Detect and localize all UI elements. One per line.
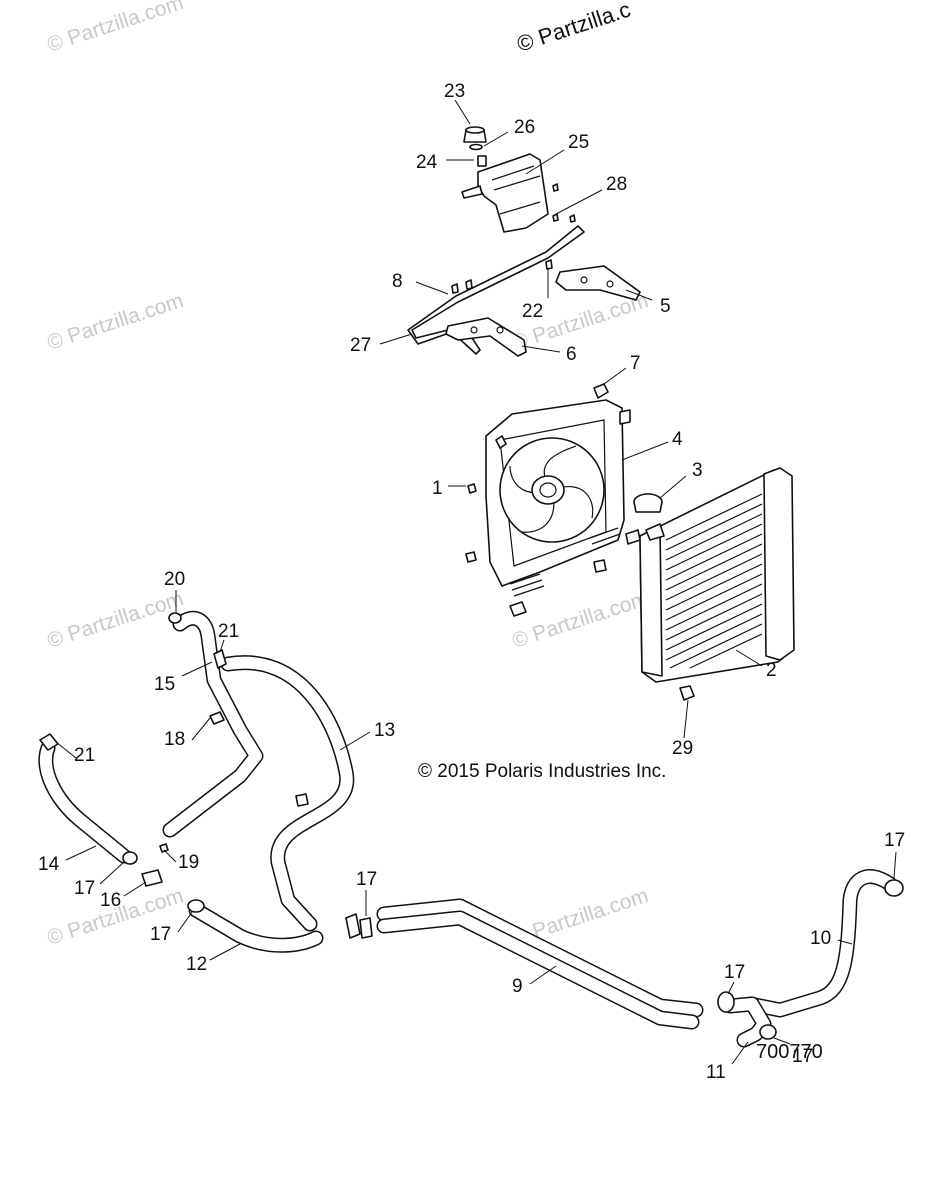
callout-19: 19 <box>178 852 199 873</box>
fitting <box>477 155 487 167</box>
fan-blades <box>509 445 594 533</box>
callouts: 23 26 24 25 28 8 22 5 27 6 7 4 3 1 2 29 … <box>38 81 905 1083</box>
fitting-16 <box>141 869 163 887</box>
screw <box>552 183 559 192</box>
clamp-17 <box>122 851 138 865</box>
top-watermark: © Partzilla.c <box>514 0 634 57</box>
callout-2: 2 <box>766 660 777 681</box>
callout-18: 18 <box>164 729 185 750</box>
radiator-cap-body <box>633 501 663 513</box>
callout-22: 22 <box>522 301 543 322</box>
fan-connector <box>625 529 641 545</box>
watermark: © Partzilla.com <box>44 289 186 355</box>
callout-14: 14 <box>38 854 60 875</box>
callout-4: 4 <box>672 429 683 450</box>
radiator-group <box>633 467 795 701</box>
bracket-strap <box>407 225 585 355</box>
callout-8: 8 <box>392 271 403 292</box>
leader-lines <box>55 99 897 1065</box>
watermark: © Partzilla.com <box>44 0 186 57</box>
callout-26: 26 <box>514 117 535 138</box>
radiator-left-tank <box>639 525 663 677</box>
shroud-vents <box>589 527 621 545</box>
callout-7: 7 <box>630 353 641 374</box>
drain-plug <box>679 685 695 701</box>
callout-27: 27 <box>350 335 371 356</box>
callout-15: 15 <box>154 674 175 695</box>
shroud-tab <box>593 559 607 573</box>
clamp-20 <box>168 612 182 624</box>
callout-17: 17 <box>74 878 95 899</box>
screw-28 <box>552 213 559 222</box>
screw-1 <box>467 483 477 494</box>
clamp-18 <box>209 711 225 725</box>
bracket-right <box>555 265 641 301</box>
radiator-fins <box>665 493 763 669</box>
callout-6: 6 <box>566 344 577 365</box>
hoses-group <box>38 610 898 1048</box>
clamp <box>345 913 361 939</box>
callout-28: 28 <box>606 174 627 195</box>
coolant-reservoir-group <box>407 126 641 357</box>
callout-23: 23 <box>444 81 465 102</box>
callout-24: 24 <box>416 152 438 173</box>
clamp <box>295 793 309 807</box>
callout-17: 17 <box>724 962 745 983</box>
reservoir-cap-top <box>465 126 485 134</box>
callout-25: 25 <box>568 132 589 153</box>
callout-20: 20 <box>164 569 185 590</box>
bracket-left <box>445 317 527 357</box>
callout-21: 21 <box>74 745 95 766</box>
shroud-tab <box>509 601 527 617</box>
callout-17: 17 <box>356 869 377 890</box>
copyright-notice: © 2015 Polaris Industries Inc. <box>418 761 666 782</box>
shroud-tab <box>465 551 477 563</box>
bolt <box>465 279 473 290</box>
radiator-neck <box>645 523 665 541</box>
callout-11: 11 <box>706 1062 726 1083</box>
callout-3: 3 <box>692 460 703 481</box>
callout-17: 17 <box>150 924 171 945</box>
callout-9: 9 <box>512 976 523 997</box>
document-number: 700770 <box>756 1041 823 1063</box>
callout-21: 21 <box>218 621 239 642</box>
watermark: © Partzilla.com <box>44 587 186 653</box>
clamps-group <box>39 612 904 1040</box>
fan-shroud-group <box>465 383 641 617</box>
tank-ribs <box>491 165 541 215</box>
clamp-21 <box>213 649 227 669</box>
bolt-8 <box>451 283 459 294</box>
callout-13: 13 <box>374 720 395 741</box>
callout-12: 12 <box>186 954 207 975</box>
clamp-17 <box>359 917 373 939</box>
bolt-22 <box>545 259 553 270</box>
callout-17: 17 <box>884 830 905 851</box>
clamp-17 <box>717 991 735 1013</box>
shroud-tab <box>495 435 507 449</box>
callout-1: 1 <box>432 478 443 499</box>
clamp-17 <box>759 1024 777 1040</box>
nut-7 <box>593 383 609 399</box>
valve-19 <box>159 843 169 853</box>
callout-10: 10 <box>810 928 831 949</box>
watermark: © Partzilla.com <box>509 587 651 653</box>
washer <box>469 143 483 151</box>
callout-16: 16 <box>100 890 121 911</box>
tank-outlet <box>461 185 483 199</box>
reservoir-tank <box>477 153 549 233</box>
shroud-tab <box>619 409 631 425</box>
callout-17: 17 <box>792 1046 813 1067</box>
fan-motor <box>531 475 565 505</box>
clamp-17 <box>187 899 205 913</box>
shroud-vents <box>509 573 545 597</box>
clamp-17 <box>884 879 904 897</box>
screw <box>569 214 576 223</box>
callout-5: 5 <box>660 296 671 317</box>
radiator-right-tank <box>763 467 795 661</box>
callout-29: 29 <box>672 738 693 759</box>
